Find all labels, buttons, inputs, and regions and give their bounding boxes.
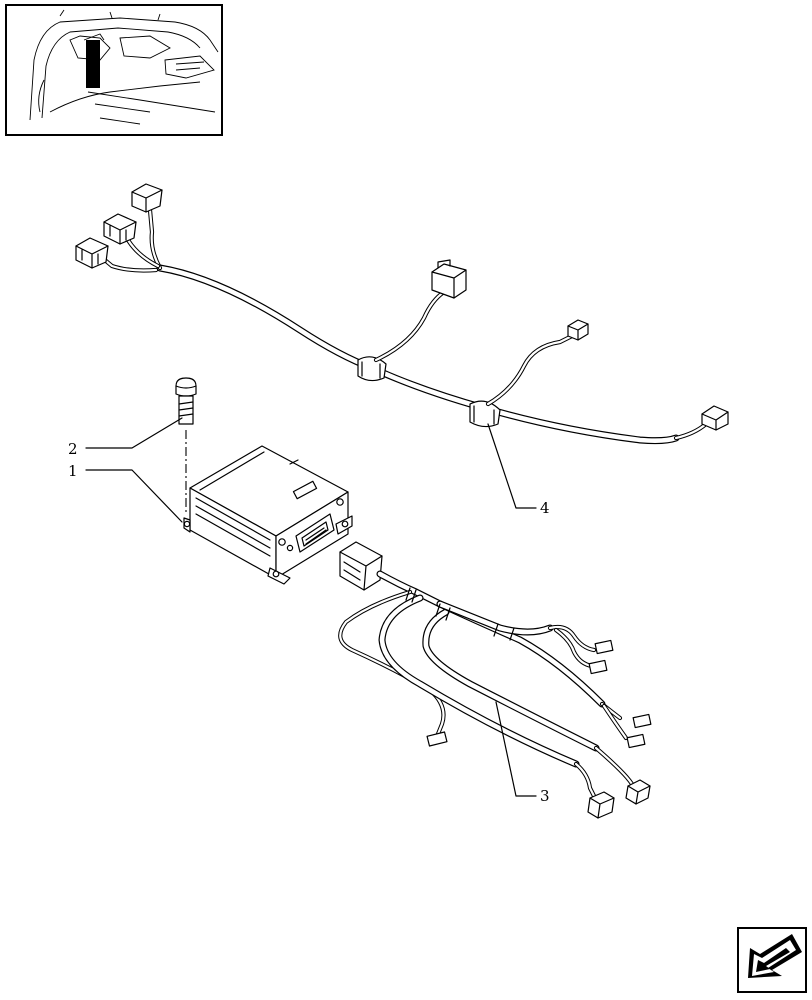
harness-lead-connector-4 [632,713,652,729]
callout-3: 3 [540,787,550,805]
harness-connector-d [431,259,467,299]
control-unit [183,445,353,585]
harness-connector-a [131,183,163,213]
lower-wiring-harness [338,541,652,819]
harness-lead-connector-7 [625,779,651,805]
upper-wiring-harness [75,183,729,445]
next-page-arrow-icon [748,934,802,978]
callout-2: 2 [68,440,78,458]
next-page-button[interactable] [737,927,807,993]
harness-lead-connector-2 [594,639,614,655]
harness-connector-b [103,213,137,245]
callout-4: 4 [540,499,550,517]
bolt [175,377,197,512]
callout-leaders [85,417,537,797]
harness-plug [339,541,383,591]
locator-thumbnail [5,4,223,136]
harness-lead-connector-3 [588,659,608,675]
harness-connector-c [75,237,109,269]
harness-clip-2 [469,400,501,428]
harness-clip-1 [357,356,387,382]
harness-connector-e [567,319,589,341]
control-unit-socket [295,513,335,553]
harness-lead-connector-1 [426,731,448,747]
harness-lead-connector-6 [587,791,615,819]
harness-connector-f [701,405,729,431]
harness-lead-connector-5 [626,733,646,749]
callout-1: 1 [68,462,78,480]
cab-interior-sketch [29,9,219,125]
